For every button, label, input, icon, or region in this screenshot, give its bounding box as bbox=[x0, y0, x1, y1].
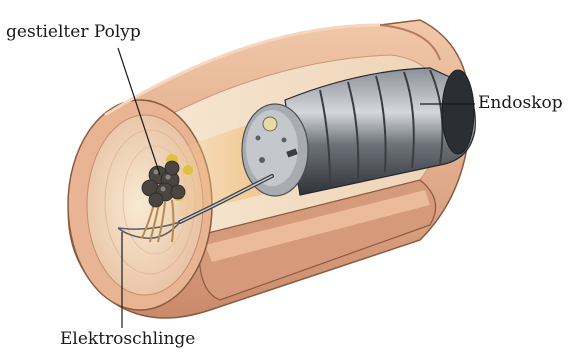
label-electro-snare: Elektroschlinge bbox=[60, 329, 195, 349]
label-pedunculated-polyp: gestielter Polyp bbox=[6, 22, 141, 42]
label-endoscope: Endoskop bbox=[478, 93, 563, 113]
